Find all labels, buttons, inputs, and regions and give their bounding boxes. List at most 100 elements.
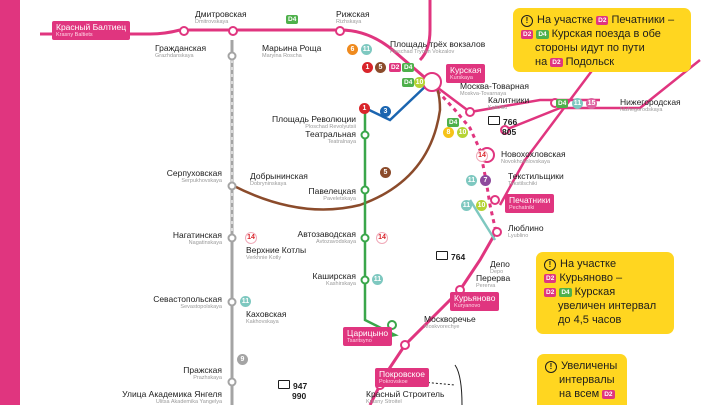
station-latin: Teatralnaya: [327, 138, 356, 145]
station-krasny-baltiets[interactable]: Красный Балтиец Krasny Baltiets: [52, 21, 131, 40]
station-verkhnie-kotly[interactable]: Верхние Котлы Verkhnie Kotly: [246, 246, 306, 261]
notice-text: Курская: [574, 286, 616, 298]
badge-line-3: 3: [380, 106, 391, 117]
station-name: Курская: [450, 65, 482, 75]
station-prazhskaya[interactable]: Пражская Prazhskaya: [160, 366, 222, 381]
badge-d2: D2: [544, 274, 557, 283]
station-serpukhovskaya[interactable]: Серпуховская Serpukhovskaya: [150, 169, 222, 184]
station-latin: Avtozavodskaya: [316, 238, 356, 245]
station-depo[interactable]: Депо Depo: [490, 260, 510, 275]
station-latin: Pokrovskoe: [379, 378, 408, 385]
station-name: Рижская: [336, 9, 370, 19]
station-latin: Maryina Roscha: [262, 52, 302, 59]
badge-line-9: 9: [237, 354, 248, 365]
station-ploshchad-revolyutsii[interactable]: Площадь Революции Ploschad Revolyutsii: [262, 115, 356, 130]
station-name: Москва-Товарная: [460, 81, 530, 91]
station-dmitrovskaya[interactable]: Дмитровская Dmitrovskaya: [195, 10, 247, 25]
station-name: Площадь Революции: [271, 114, 356, 124]
station-latin: Kuryanovo: [454, 302, 481, 309]
station-ulitsa-akademika-yangelya[interactable]: Улица Академика Янгеля Ulitsa Akademika …: [112, 390, 222, 405]
line-5-arc: [231, 78, 442, 211]
station-rizhskaya[interactable]: Рижская Rizhskaya: [336, 10, 370, 25]
badge-d4-maryina: D4: [286, 15, 299, 24]
station-sevastopolskaya[interactable]: Севастопольская Sevastopolskaya: [140, 295, 222, 310]
badge-line-15: 15: [586, 98, 597, 109]
notice-text: Подольск: [565, 56, 615, 68]
station-latin: Nagatinskaya: [188, 239, 222, 246]
station-ploshchad-tryokh-vokzalov[interactable]: Площадь трёх вокзалов Ploschad Tryokh Vo…: [390, 40, 485, 55]
station-latin: Pechatniki: [509, 204, 535, 211]
station-latin: Krasny Baltiets: [56, 31, 93, 38]
station-tekstilshchiki[interactable]: Текстильщики Tekstilschiki: [508, 172, 564, 187]
badge-line-8: 8: [443, 127, 454, 138]
bus-route: 764: [451, 252, 466, 262]
notice-text: На участке: [537, 14, 594, 26]
bus-icon: [278, 380, 290, 389]
station-krasny-stroitel[interactable]: Красный Строитель Krasny Stroitel: [366, 390, 444, 405]
station-latin: Ulitsa Akademika Yangelya: [155, 398, 222, 405]
bus-transfer-kalitniki: 766 805: [488, 116, 517, 137]
notice-text: На участке: [560, 258, 617, 270]
station-moskva-tovarnaya[interactable]: Москва-Товарная Moskva-Tovarnaya: [460, 82, 529, 97]
bus-transfer-depo: 764: [436, 251, 465, 262]
station-pererva[interactable]: Перерва Pererva: [476, 274, 510, 289]
badge-d4: D4: [402, 63, 415, 72]
station-latin: Moskva-Tovarnaya: [460, 90, 507, 97]
line-2-track: [363, 108, 399, 342]
badge-line-5: 5: [375, 62, 386, 73]
station-latin: Tekstilschiki: [508, 180, 538, 187]
station-kakhovskaya[interactable]: Каховская Kakhovskaya: [246, 310, 286, 325]
station-name: Депо: [490, 259, 510, 269]
station-dobryninskaya[interactable]: Добрынинская Dobryninskaya: [250, 172, 308, 187]
mcd-east-line: [504, 59, 701, 132]
bus-icon: [436, 251, 448, 260]
notice-text: Курская поезда в обе: [551, 28, 661, 40]
station-latin: Ploschad Tryokh Vokzalov: [390, 48, 455, 55]
station-avtozavodskaya[interactable]: Автозаводская Avtozavodskaya: [276, 230, 356, 245]
station-kashirskaya[interactable]: Каширская Kashirskaya: [286, 272, 356, 287]
badge-line-14-novokhokhlovskaya: 14: [476, 150, 488, 162]
station-latin: Pererva: [476, 282, 496, 289]
station-name: Царицыно: [347, 328, 389, 338]
station-name: Калитники: [488, 95, 530, 105]
station-moskvorechye[interactable]: Москворечье Moskvorechye: [424, 315, 476, 330]
bus-route: 766: [503, 117, 518, 127]
badge-line-11: 11: [361, 44, 372, 55]
station-latin: Grazhdanskaya: [155, 52, 194, 59]
station-latin: Prazhskaya: [193, 374, 222, 381]
station-name: Серпуховская: [166, 168, 222, 178]
notice-text: Увеличены: [561, 360, 618, 372]
station-nagatinskaya[interactable]: Нагатинская Nagatinskaya: [150, 231, 222, 246]
station-paveletskaya[interactable]: Павелецкая Paveletskaya: [292, 187, 357, 202]
station-lyublino[interactable]: Люблино Lyublino: [508, 224, 544, 239]
station-name: Театральная: [305, 129, 356, 139]
notice-text: Курьяново –: [559, 272, 623, 284]
station-pokrovskoe[interactable]: Покровское Pokrovskoe: [375, 368, 429, 387]
station-kurskaya[interactable]: Курская Kurskaya: [446, 64, 486, 83]
warning-icon: !: [521, 15, 533, 27]
station-tsaritsyno[interactable]: Царицыно Tsaritsyno: [343, 327, 393, 346]
badge-line-10-tovarnaya: 10: [457, 127, 468, 138]
station-name: Гражданская: [155, 43, 207, 53]
station-nizhegorodskaya[interactable]: Нижегородская Nizhegorodskaya: [620, 98, 681, 113]
line-3-track: [364, 81, 431, 122]
station-latin: Moskvorechye: [424, 323, 460, 330]
station-grazhdanskaya[interactable]: Гражданская Grazhdanskaya: [155, 44, 206, 59]
left-frame-bar: [0, 0, 20, 405]
badge-line-11-kashirskaya: 11: [372, 274, 383, 285]
station-maryina-roshcha[interactable]: Марьина Роща Maryina Roscha: [262, 44, 321, 59]
station-latin: Lyublino: [508, 232, 529, 239]
notice-text: увеличен интервал: [558, 300, 657, 312]
notice-text: стороны идут по пути: [535, 42, 645, 54]
station-kalitniki[interactable]: Калитники Kalitniki: [488, 96, 529, 111]
badge-d2: D2: [602, 390, 615, 399]
station-pechatniki[interactable]: Печатники Pechatniki: [505, 194, 555, 213]
notice-text: на: [535, 56, 548, 68]
station-name: Перерва: [476, 273, 511, 283]
station-kuryanovo[interactable]: Курьяново Kuryanovo: [450, 292, 500, 311]
badge-line-11-sevastopol: 11: [240, 296, 251, 307]
station-latin: Kalitniki: [488, 104, 507, 111]
station-teatralnaya[interactable]: Театральная Teatralnaya: [292, 130, 356, 145]
station-novokhokhlovskaya[interactable]: Новохохловская Novokhokhlovskaya: [501, 150, 566, 165]
